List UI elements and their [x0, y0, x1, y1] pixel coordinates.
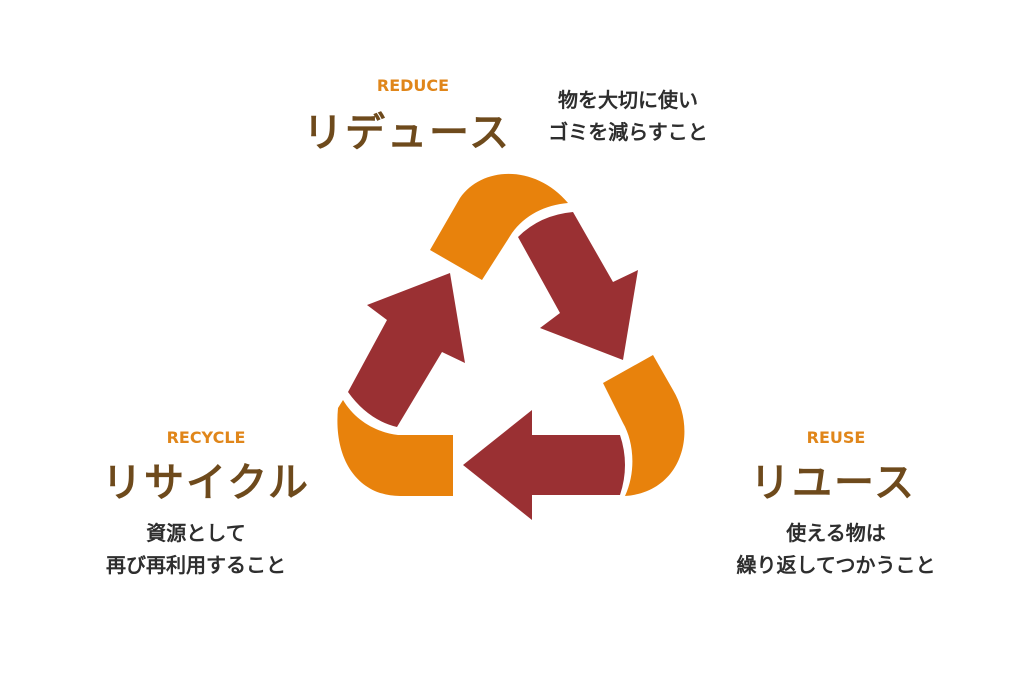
- reduce-title: リデュース: [303, 110, 511, 156]
- reuse-description: 使える物は 繰り返してつかうこと: [737, 517, 936, 581]
- reduce-label-en: REDUCE: [376, 76, 450, 95]
- recycle-label-en: RECYCLE: [166, 428, 246, 447]
- recycle-title: リサイクル: [102, 460, 310, 506]
- recycle-desc-line: 資源として: [146, 521, 246, 545]
- arrow-reuse-to-recycle: [463, 410, 625, 520]
- orange-band-left: [337, 400, 453, 496]
- arrow-reduce-to-reuse: [518, 212, 638, 360]
- reuse-label-en: REUSE: [806, 428, 866, 447]
- orange-band-top: [430, 173, 568, 280]
- reduce-desc-line: ゴミを減らすこと: [548, 120, 708, 144]
- recycle-desc-line: 再び再利用すること: [106, 553, 286, 577]
- reduce-desc-line: 物を大切に使い: [557, 88, 698, 112]
- reuse-desc-line: 繰り返してつかうこと: [736, 553, 936, 577]
- reduce-description: 物を大切に使い ゴミを減らすこと: [548, 84, 708, 148]
- arrow-recycle-to-reduce: [348, 273, 465, 427]
- orange-band-right: [603, 355, 685, 496]
- recycle-description: 資源として 再び再利用すること: [106, 517, 286, 581]
- reuse-title: リユース: [750, 460, 916, 506]
- reuse-desc-line: 使える物は: [786, 521, 886, 545]
